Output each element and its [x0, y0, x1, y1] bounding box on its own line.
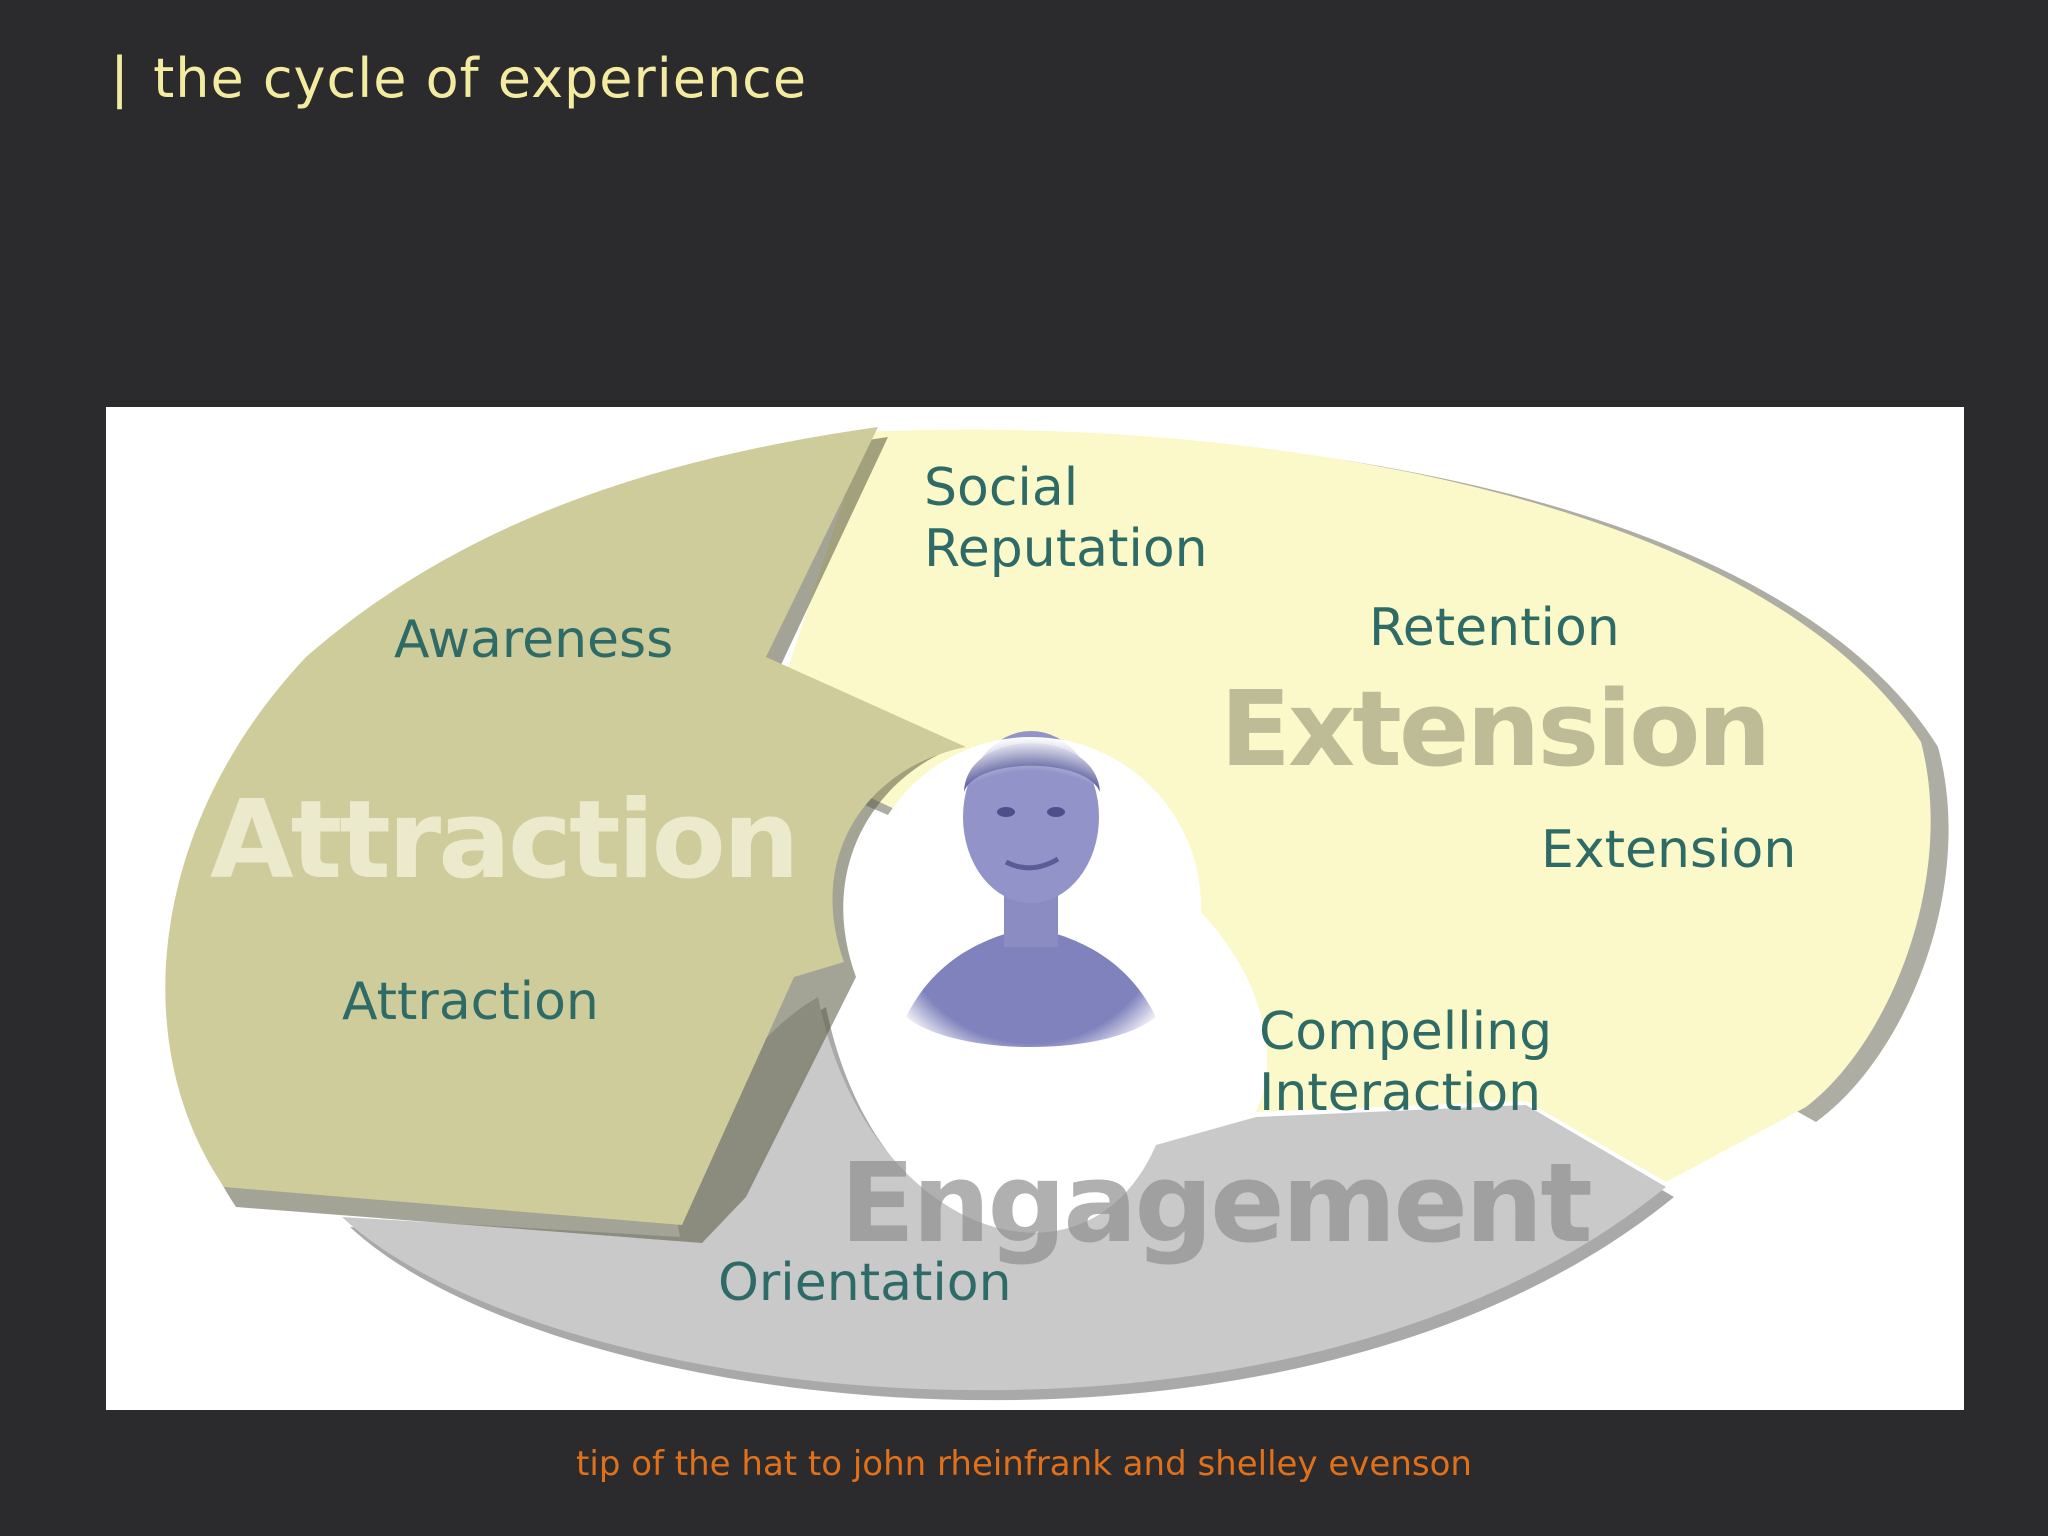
label-attraction: Attraction — [342, 972, 599, 1032]
label-retention: Retention — [1369, 598, 1620, 658]
label-extension: Extension — [1541, 820, 1796, 880]
attribution-footer: tip of the hat to john rheinfrank and sh… — [576, 1444, 1472, 1484]
title-marker: | — [112, 45, 128, 110]
engagement-arc — [342, 997, 1666, 1391]
watermark-extension: Extension — [1220, 668, 1768, 790]
attraction-arc — [165, 427, 966, 1225]
label-social: Social — [924, 458, 1078, 518]
label-compelling: Compelling — [1259, 1002, 1552, 1062]
label-awareness: Awareness — [394, 610, 673, 670]
portrait-avatar — [861, 731, 1201, 1077]
extension-arc — [762, 429, 1931, 1182]
slide-title: the cycle of experience — [153, 46, 808, 110]
label-reputation: Reputation — [924, 519, 1208, 579]
label-orientation: Orientation — [718, 1253, 1012, 1313]
cycle-diagram: Attraction Extension Engagement Social R… — [106, 407, 1964, 1410]
slide-title-bar: | the cycle of experience — [112, 38, 807, 118]
watermark-engagement: Engagement — [840, 1139, 1591, 1267]
label-interaction: Interaction — [1259, 1063, 1541, 1123]
cycle-diagram-canvas: Attraction Extension Engagement Social R… — [165, 427, 1949, 1401]
watermark-attraction: Attraction — [210, 778, 797, 903]
